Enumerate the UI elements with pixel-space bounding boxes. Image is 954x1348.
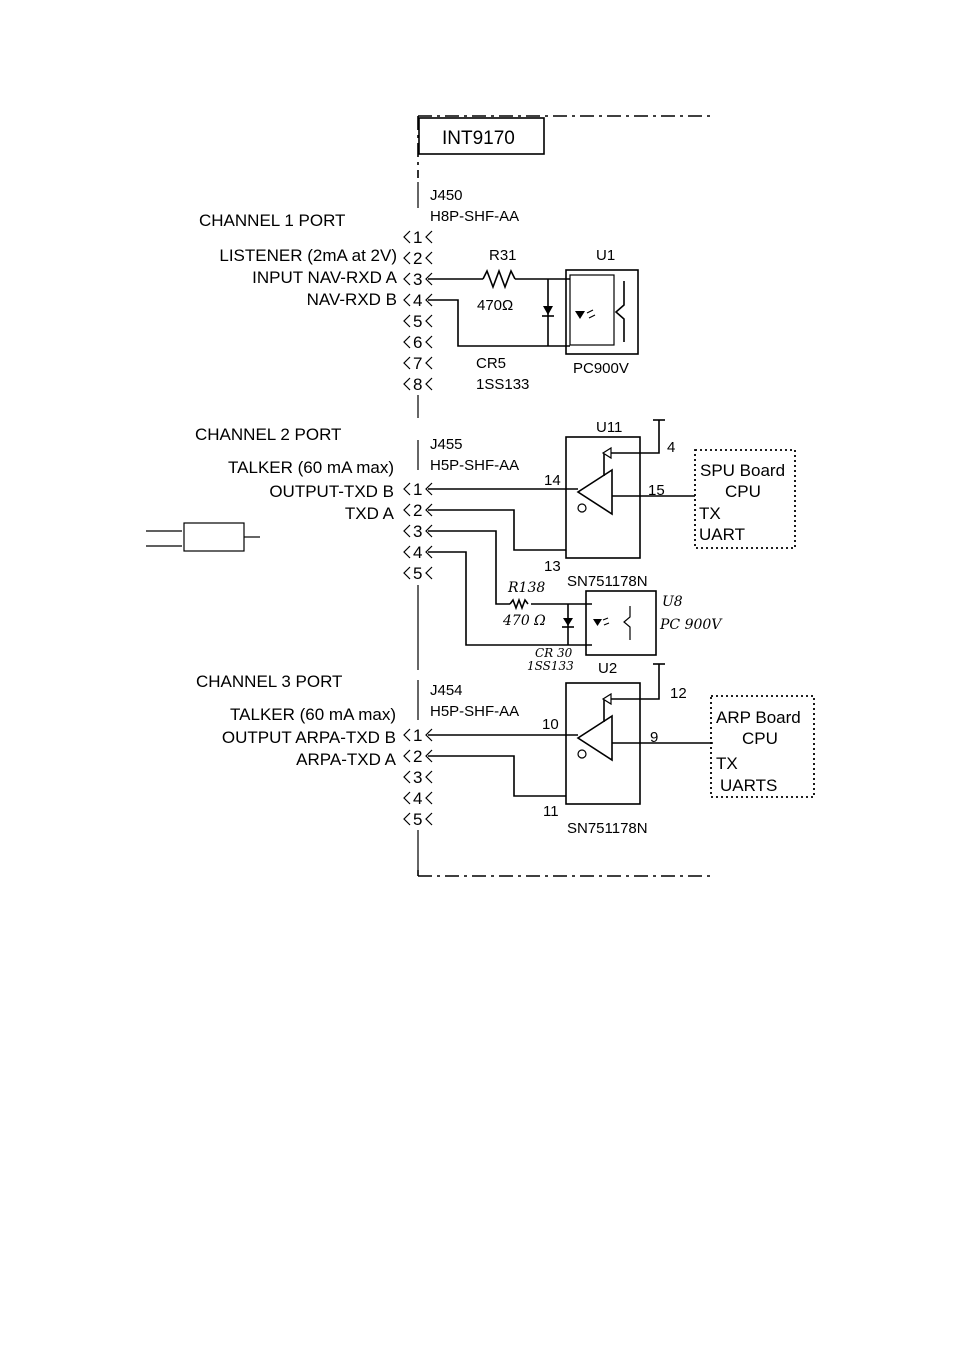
channel1-diode-icon bbox=[542, 306, 554, 317]
channel2-optocoupler bbox=[585, 590, 657, 656]
channel2-connector-type: H5P-SHF-AA bbox=[430, 457, 519, 474]
channel3-pin1-label: OUTPUT ARPA-TXD B bbox=[222, 728, 396, 747]
stray-block bbox=[146, 522, 260, 552]
channel2-pin: 2 bbox=[413, 501, 422, 520]
channel3-pin: 4 bbox=[413, 789, 422, 808]
channel1-resistor-ref: R31 bbox=[489, 247, 517, 264]
channel1-opto-ref: U1 bbox=[596, 247, 615, 264]
channel2-pin: 5 bbox=[413, 564, 422, 583]
channel1-connector: J450 bbox=[430, 187, 463, 204]
module-title-box bbox=[418, 117, 545, 155]
channel2-pin: 1 bbox=[413, 480, 422, 499]
channel2-board-cpu: CPU bbox=[725, 482, 761, 501]
channel3-driver-part: SN751178N bbox=[567, 820, 648, 837]
channel3-pin: 5 bbox=[413, 810, 422, 829]
channel1-resistor-value: 470Ω bbox=[477, 297, 513, 314]
channel3-role: TALKER (60 mA max) bbox=[230, 705, 396, 724]
channel1-connector-pins: 1 2 3 4 5 6 7 8 bbox=[403, 228, 433, 394]
channel1-pin: 8 bbox=[413, 375, 422, 394]
channel3-pin: 2 bbox=[413, 747, 422, 766]
channel3-connector: J454 bbox=[430, 682, 463, 699]
channel1-pin: 3 bbox=[413, 270, 422, 289]
channel1-pin4-label: NAV-RXD B bbox=[307, 290, 397, 309]
channel1-role: LISTENER (2mA at 2V) bbox=[219, 246, 397, 265]
led-icon bbox=[593, 619, 602, 626]
channel2-driver bbox=[565, 419, 695, 559]
module-title: INT9170 bbox=[442, 128, 515, 149]
channel2-role: TALKER (60 mA max) bbox=[228, 458, 394, 477]
channel1-diode-ref: CR5 bbox=[476, 355, 506, 372]
channel2-pin1-label: OUTPUT-TXD B bbox=[269, 482, 394, 501]
channel2-board-name: SPU Board bbox=[700, 461, 785, 480]
channel1-pin3-label: INPUT NAV-RXD A bbox=[252, 268, 398, 287]
channel1-diode-part: 1SS133 bbox=[476, 376, 529, 393]
channel2-wiring bbox=[428, 488, 592, 646]
channel3-driver-pin-inv: 11 bbox=[543, 803, 559, 820]
channel3-port-label: CHANNEL 3 PORT bbox=[196, 672, 342, 691]
channel3-arp-board bbox=[710, 695, 815, 798]
channel3-pin: 1 bbox=[413, 726, 422, 745]
channel1-pin: 4 bbox=[413, 291, 422, 310]
channel2-diode-ref: CR 30 bbox=[535, 646, 573, 660]
channel2-diode-part: 1SS133 bbox=[527, 659, 574, 673]
channel2-board-uart: UART bbox=[699, 525, 745, 544]
channel3-connector-type: H5P-SHF-AA bbox=[430, 703, 519, 720]
channel3-pin: 3 bbox=[413, 768, 422, 787]
channel1-pin: 7 bbox=[413, 354, 422, 373]
channel1-optocoupler bbox=[565, 269, 639, 355]
channel2-connector-pins: 1 2 3 4 5 bbox=[403, 480, 433, 583]
channel1-opto-part: PC900V bbox=[573, 360, 629, 377]
board-outline bbox=[417, 115, 710, 877]
channel2-driver-pin-vcc: 4 bbox=[667, 439, 675, 456]
channel2-connector: J455 bbox=[430, 436, 463, 453]
channel2-pin2-label: TXD A bbox=[345, 504, 395, 523]
channel2-resistor-ref: R138 bbox=[507, 580, 545, 596]
channel3-driver bbox=[565, 663, 713, 805]
channel3-connector-pins: 1 2 3 4 5 bbox=[403, 726, 433, 829]
channel1-pin: 5 bbox=[413, 312, 422, 331]
channel2-port-label: CHANNEL 2 PORT bbox=[195, 425, 341, 444]
channel3-board-cpu: CPU bbox=[742, 729, 778, 748]
channel1-pin: 2 bbox=[413, 249, 422, 268]
channel2-pin: 4 bbox=[413, 543, 422, 562]
channel1-pin: 1 bbox=[413, 228, 422, 247]
channel2-driver-pin-in: 15 bbox=[648, 482, 665, 499]
channel2-opto-part: PC 900V bbox=[659, 617, 723, 633]
channel3-driver-pin-vcc: 12 bbox=[670, 685, 687, 702]
channel2-board-tx: TX bbox=[699, 504, 721, 523]
channel2-opto-ref: U8 bbox=[662, 594, 683, 610]
channel2-driver-pin-out: 14 bbox=[544, 472, 561, 489]
channel2-spu-board bbox=[694, 449, 796, 549]
channel2-driver-pin-inv: 13 bbox=[544, 558, 561, 575]
channel1-pin: 6 bbox=[413, 333, 422, 352]
led-icon bbox=[575, 311, 585, 319]
channel2-driver-ref: U11 bbox=[596, 419, 622, 436]
channel3-board-name: ARP Board bbox=[716, 708, 801, 727]
channel2-diode-icon bbox=[562, 618, 574, 628]
channel3-driver-ref: U2 bbox=[598, 660, 617, 677]
channel2-pin: 3 bbox=[413, 522, 422, 541]
channel3-board-tx: TX bbox=[716, 754, 738, 773]
channel3-driver-pin-out: 10 bbox=[542, 716, 559, 733]
channel3-board-uarts: UARTS bbox=[720, 776, 777, 795]
channel1-connector-type: H8P-SHF-AA bbox=[430, 208, 519, 225]
channel2-driver-part: SN751178N bbox=[567, 573, 648, 590]
channel3-driver-pin-in: 9 bbox=[650, 729, 658, 746]
channel2-resistor-value: 470 Ω bbox=[502, 613, 546, 629]
channel1-port-label: CHANNEL 1 PORT bbox=[199, 211, 345, 230]
channel3-wiring bbox=[428, 734, 578, 797]
channel3-pin2-label: ARPA-TXD A bbox=[296, 750, 396, 769]
